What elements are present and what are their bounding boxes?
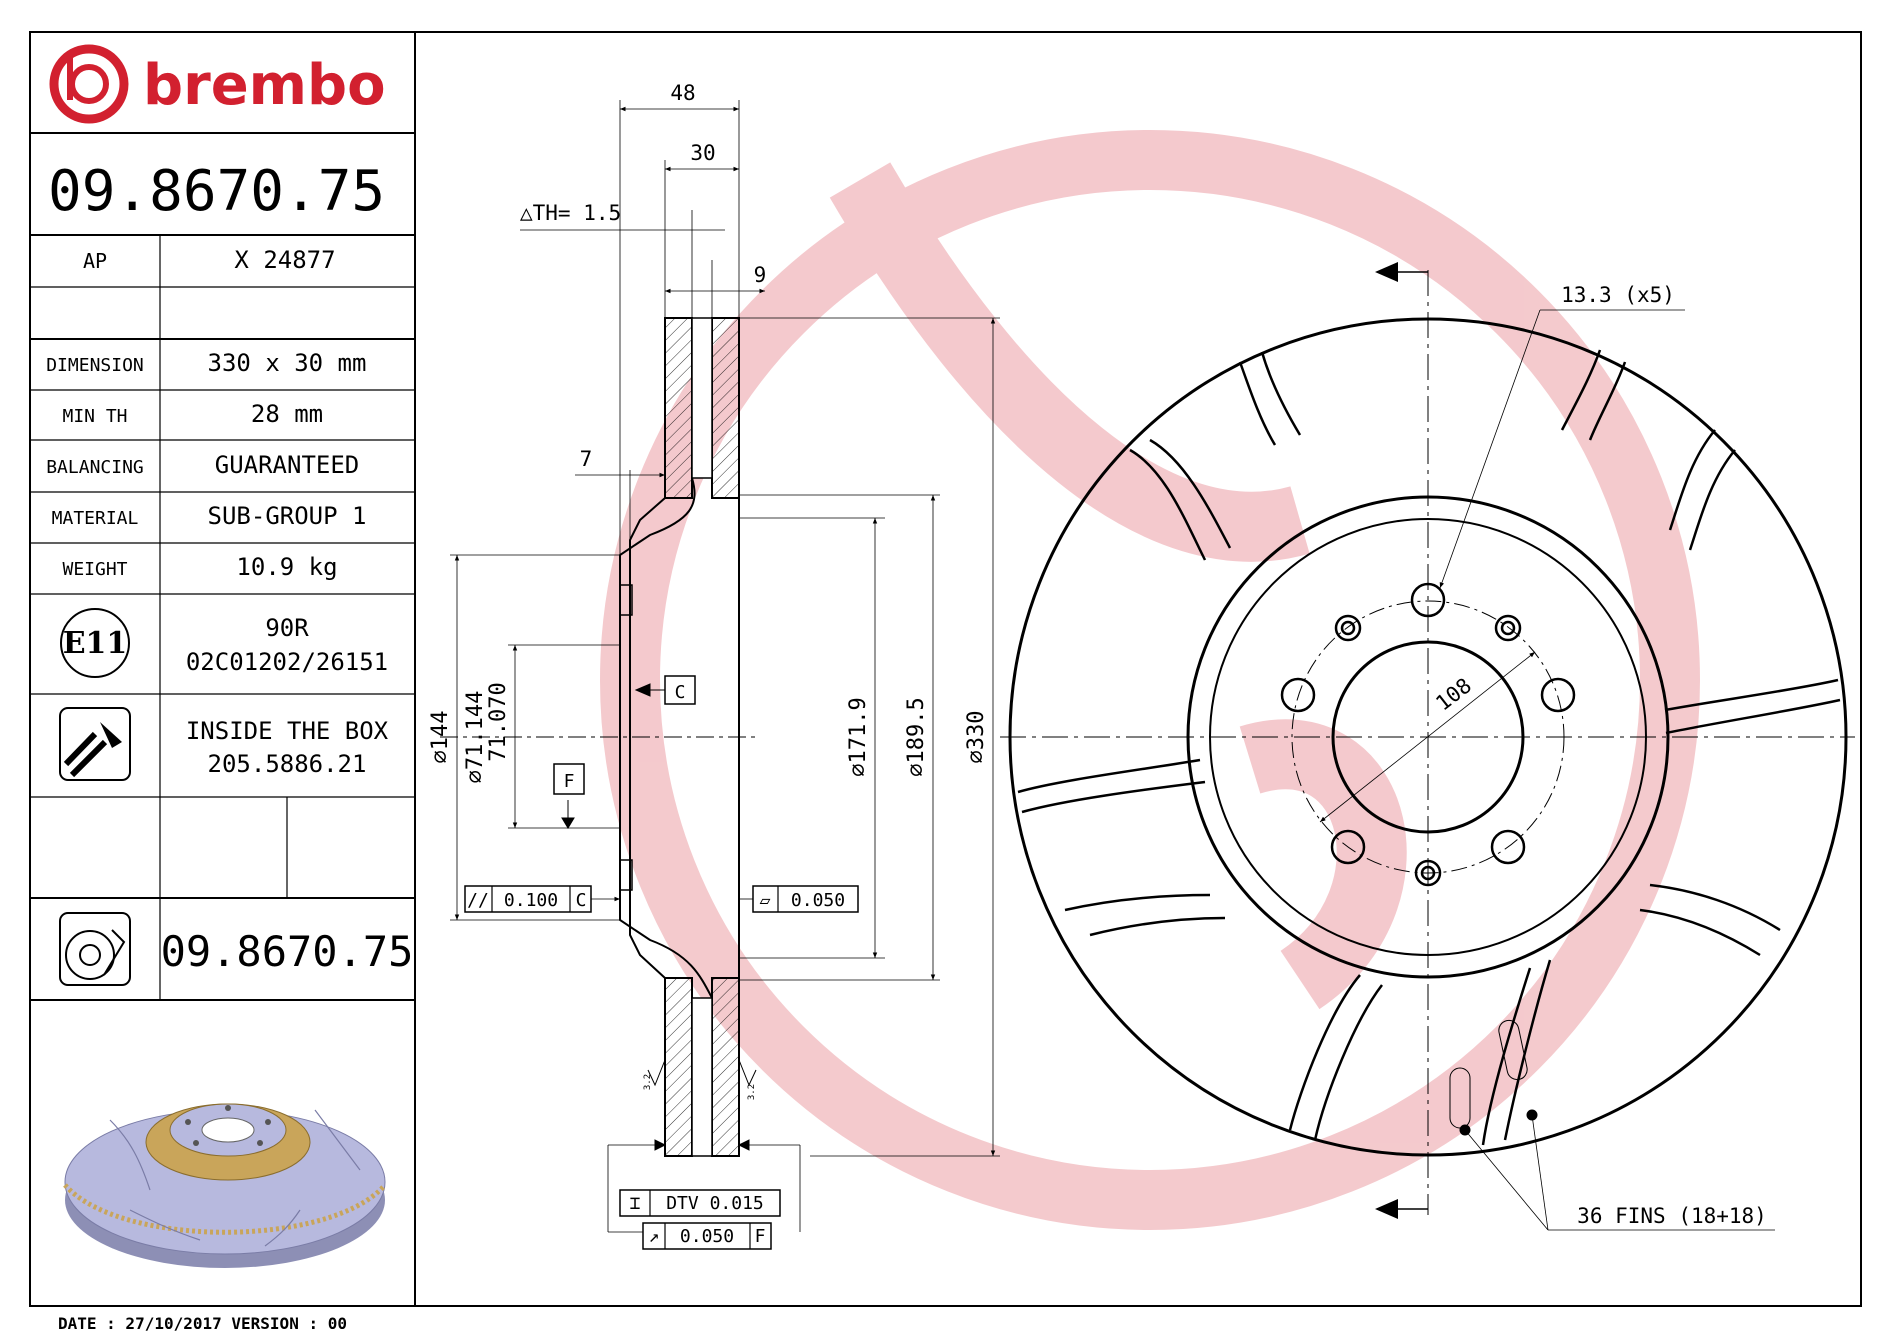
ap-label: AP — [83, 249, 107, 273]
approval-line2: 02C01202/26151 — [186, 648, 388, 676]
tol-flat-value: 0.050 — [791, 890, 845, 911]
spec-label: WEIGHT — [62, 559, 127, 580]
spec-value: SUB-GROUP 1 — [208, 502, 367, 530]
dim-7: 7 — [580, 447, 593, 471]
dia-71b: 71.070 — [486, 682, 511, 761]
spec-value: 330 x 30 mm — [208, 349, 367, 377]
disc-3d-render — [63, 1103, 387, 1268]
brembo-watermark — [600, 130, 1700, 1230]
dia-330: ⌀330 — [964, 711, 989, 764]
inside-box-line2: 205.5886.21 — [208, 750, 367, 778]
flatness-symbol-icon: ▱ — [760, 890, 771, 911]
spec-label: BALANCING — [46, 457, 144, 478]
brembo-logo: brembo — [49, 44, 386, 124]
section-dimensions: 48 30 △TH= 1.5 9 7 ⌀144 ⌀71.144 71.070 ⌀… — [428, 81, 989, 1247]
ap-value: X 24877 — [234, 246, 335, 274]
roughness-left: 3.2 — [643, 1074, 653, 1090]
footer-date-version: DATE : 27/10/2017 VERSION : 00 — [58, 1314, 347, 1333]
parallel-symbol-icon: // — [467, 890, 489, 911]
front-view — [1000, 262, 1855, 1231]
spec-rows: DIMENSION 330 x 30 mm MIN TH 28 mm BALANCING… — [46, 349, 366, 581]
brand-name: brembo — [143, 53, 386, 118]
title-block — [30, 132, 415, 1001]
dia-71: ⌀71.144 — [463, 691, 488, 784]
tol-dtv: DTV 0.015 — [666, 1193, 764, 1214]
spec-value: 28 mm — [251, 400, 323, 428]
spec-label: DIMENSION — [46, 355, 144, 376]
datum-f: F — [564, 771, 575, 792]
spec-label: MATERIAL — [52, 508, 139, 529]
section-view — [440, 100, 1000, 1250]
dia-189-5: ⌀189.5 — [904, 697, 929, 776]
dim-th: △TH= 1.5 — [520, 201, 621, 225]
pcd-label: 108 — [1431, 673, 1476, 715]
datum-c: C — [675, 682, 686, 703]
dim-48: 48 — [670, 81, 695, 105]
approval-line1: 90R — [265, 614, 309, 642]
screw-icon — [59, 707, 131, 781]
dtv-symbol-icon: ⌶ — [630, 1193, 641, 1214]
dia-144: ⌀144 — [428, 711, 453, 764]
tol-runout-value: 0.050 — [680, 1226, 734, 1247]
spec-label: MIN TH — [62, 406, 127, 427]
bottom-part-number: 09.8670.75 — [161, 927, 414, 976]
inside-box-line1: INSIDE THE BOX — [186, 717, 389, 745]
runout-symbol-icon: ↗ — [649, 1226, 660, 1247]
tol-parallel-value: 0.100 — [504, 890, 558, 911]
tol-runout-ref: F — [755, 1226, 766, 1247]
approval-mark: E11 — [63, 626, 128, 661]
disc-icon — [59, 912, 131, 986]
roughness-right: 3.2 — [747, 1084, 757, 1100]
holes-label: 13.3 (x5) — [1561, 283, 1675, 307]
part-number-title: 09.8670.75 — [48, 159, 385, 224]
dim-9: 9 — [754, 263, 767, 287]
spec-value: GUARANTEED — [215, 451, 360, 479]
tol-parallel-ref: C — [576, 890, 587, 911]
dia-171-9: ⌀171.9 — [846, 697, 871, 776]
e11-circle-icon — [60, 608, 130, 678]
fins-label: 36 FINS (18+18) — [1577, 1204, 1767, 1228]
outer-frame — [29, 31, 1862, 1307]
dim-30: 30 — [690, 141, 715, 165]
spec-value: 10.9 kg — [236, 553, 337, 581]
